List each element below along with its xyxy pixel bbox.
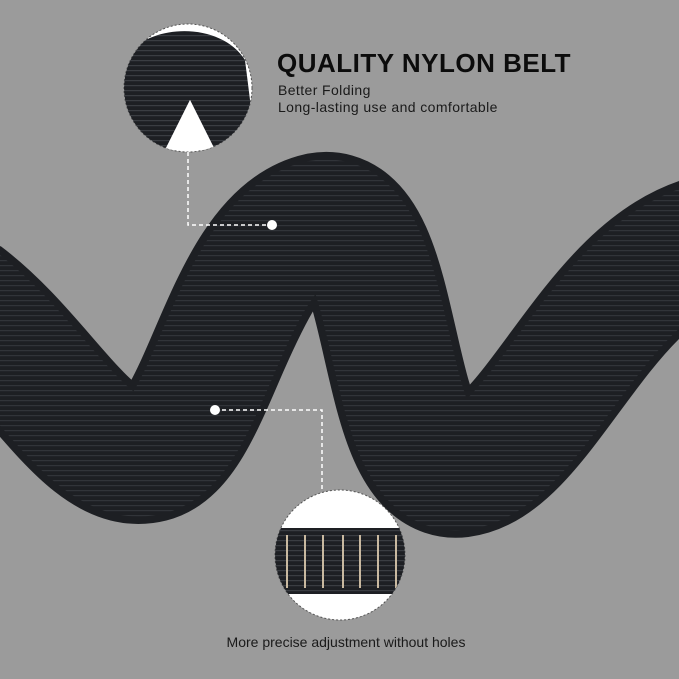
connector-line-top bbox=[187, 152, 272, 226]
fold-detail-circle bbox=[123, 23, 253, 153]
connector-line-bottom bbox=[215, 409, 323, 490]
feature-text: Better Folding bbox=[278, 82, 371, 98]
headline: QUALITY NYLON BELT bbox=[277, 48, 572, 78]
caption: More precise adjustment without holes bbox=[226, 634, 466, 650]
feature-text: Long-lasting use and comfortable bbox=[278, 99, 498, 115]
point-marker-top bbox=[267, 220, 277, 230]
adjustment-detail-circle bbox=[274, 489, 406, 621]
point-marker-bottom bbox=[210, 405, 220, 415]
